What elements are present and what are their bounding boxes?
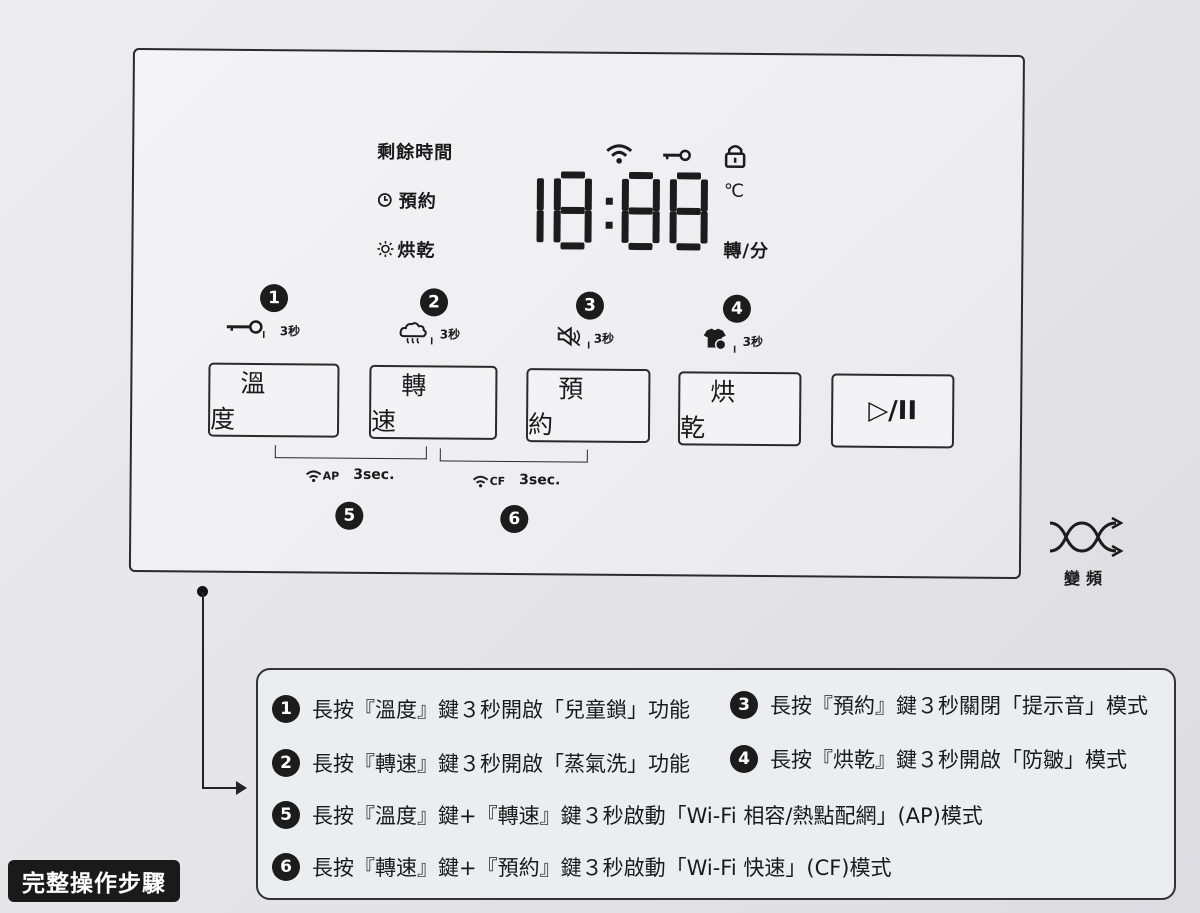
instruction-row: 3 長按『預約』鍵３秒關閉「提示音」模式 [730, 690, 1148, 720]
sun-icon [377, 240, 394, 257]
wifi-ap-duration: 3sec. [353, 466, 395, 484]
clock-icon [377, 193, 392, 207]
segment-g [676, 207, 701, 215]
mute-speaker-icon [557, 326, 590, 349]
segment-g [560, 206, 585, 215]
button-2-hint: 3秒 [439, 327, 461, 342]
segment-a [677, 172, 702, 180]
segment-c [652, 211, 660, 244]
instruction-row: 2 長按『轉速』鍵３秒開啟「蒸氣洗」功能 [272, 748, 690, 778]
instruction-number: 1 [272, 695, 300, 723]
dry-indicator: 烘乾 [376, 236, 435, 262]
segment-f [553, 178, 561, 211]
segment-b [700, 179, 708, 212]
combo-5-number: 5 [335, 501, 364, 530]
combo-bracket-ap [274, 445, 427, 460]
reserve-button[interactable]: 預約 [525, 368, 651, 444]
segment-a [561, 171, 586, 179]
child-lock-key-icon [226, 320, 265, 339]
connector-dot [197, 586, 208, 597]
wifi-cf-hint: CF 3sec. [472, 472, 561, 489]
spin-speed-button[interactable]: 轉速 [368, 364, 498, 440]
wifi-ap-mode: AP [322, 469, 340, 483]
key-icon [663, 149, 691, 162]
wifi-cf-icon [472, 475, 489, 488]
temperature-unit: ℃ [723, 180, 746, 202]
combo-bracket-cf [439, 448, 588, 463]
segment-d [676, 243, 701, 251]
instruction-text: 長按『溫度』鍵３秒開啟「兒童鎖」功能 [312, 698, 690, 722]
segment-e [553, 210, 561, 243]
instruction-text: 長按『溫度』鍵+『轉速』鍵３秒啟動「Wi-Fi 相容/熱點配網」(AP)模式 [312, 804, 983, 828]
colon-dot [605, 197, 613, 205]
segment-f [669, 179, 677, 212]
dry-button[interactable]: 烘乾 [677, 371, 802, 447]
inverter-logo: 變頻 [1046, 515, 1126, 589]
time-digital-display [536, 171, 708, 251]
segment-c [584, 210, 592, 243]
start-pause-button[interactable]: ▷/II [830, 373, 955, 449]
wifi-ap-icon [306, 470, 322, 483]
segment-d [560, 242, 585, 250]
segment-b [652, 179, 660, 212]
inverter-wave-icon [1049, 516, 1124, 558]
instruction-text: 長按『轉速』鍵+『預約』鍵３秒啟動「Wi-Fi 快速」(CF)模式 [312, 856, 892, 880]
instruction-number: 3 [730, 691, 758, 719]
colon-dot [605, 221, 613, 229]
wifi-icon [606, 144, 633, 164]
anti-wrinkle-shirt-icon [703, 328, 736, 353]
dry-label: 烘乾 [397, 240, 436, 262]
instruction-number: 4 [730, 745, 758, 773]
instruction-number: 5 [272, 801, 300, 829]
segment-b [536, 178, 544, 211]
segment-a [629, 171, 654, 180]
reserve-indicator: 預約 [377, 187, 437, 213]
lock-icon [724, 144, 746, 169]
instruction-text: 長按『轉速』鍵３秒開啟「蒸氣洗」功能 [312, 752, 690, 776]
reserve-label: 預約 [398, 191, 437, 213]
button-4-hint: 3秒 [742, 334, 764, 349]
instruction-number: 6 [272, 853, 300, 881]
segment-b [584, 178, 592, 211]
button-3-hint: 3秒 [593, 331, 615, 346]
connector-line-horizontal [202, 787, 240, 789]
button-1-number: 1 [259, 284, 289, 313]
button-1-hint: 3秒 [279, 324, 301, 339]
instruction-text: 長按『烘乾』鍵３秒開啟「防皺」模式 [770, 748, 1127, 772]
segment-e [669, 211, 677, 244]
segment-c [536, 210, 544, 243]
complete-steps-badge: 完整操作步驟 [8, 860, 180, 902]
segment-e [621, 210, 629, 243]
instructions-box: 1 長按『溫度』鍵３秒開啟「兒童鎖」功能 3 長按『預約』鍵３秒關閉「提示音」模… [256, 668, 1176, 900]
button-4-number: 4 [722, 294, 752, 323]
connector-line-vertical [202, 592, 204, 788]
connector-arrow-icon [236, 781, 247, 795]
control-panel: 剩餘時間 預約 烘乾 ℃ [128, 48, 1025, 579]
instruction-row: 1 長按『溫度』鍵３秒開啟「兒童鎖」功能 [272, 694, 690, 724]
button-3-number: 3 [575, 291, 605, 320]
segment-g [628, 207, 653, 215]
segment-d [628, 242, 653, 251]
instruction-row: 5 長按『溫度』鍵+『轉速』鍵３秒啟動「Wi-Fi 相容/熱點配網」(AP)模式 [272, 800, 983, 830]
segment-f [621, 178, 629, 211]
instruction-row: 4 長按『烘乾』鍵３秒開啟「防皺」模式 [730, 744, 1127, 774]
instruction-row: 6 長按『轉速』鍵+『預約』鍵３秒啟動「Wi-Fi 快速」(CF)模式 [272, 852, 892, 882]
combo-6-number: 6 [500, 504, 529, 534]
button-2-number: 2 [419, 288, 449, 317]
inverter-label: 變頻 [1063, 569, 1108, 588]
instruction-number: 2 [272, 749, 300, 777]
steam-cloud-icon [399, 322, 433, 345]
remaining-time-label: 剩餘時間 [377, 141, 454, 164]
speed-unit: 轉/分 [723, 240, 770, 263]
wifi-cf-mode: CF [489, 474, 506, 488]
wifi-ap-hint: AP 3sec. [305, 466, 395, 484]
instruction-text: 長按『預約』鍵３秒關閉「提示音」模式 [770, 694, 1148, 718]
wifi-cf-duration: 3sec. [519, 472, 561, 489]
segment-c [700, 211, 708, 244]
temperature-button[interactable]: 溫度 [207, 362, 340, 438]
